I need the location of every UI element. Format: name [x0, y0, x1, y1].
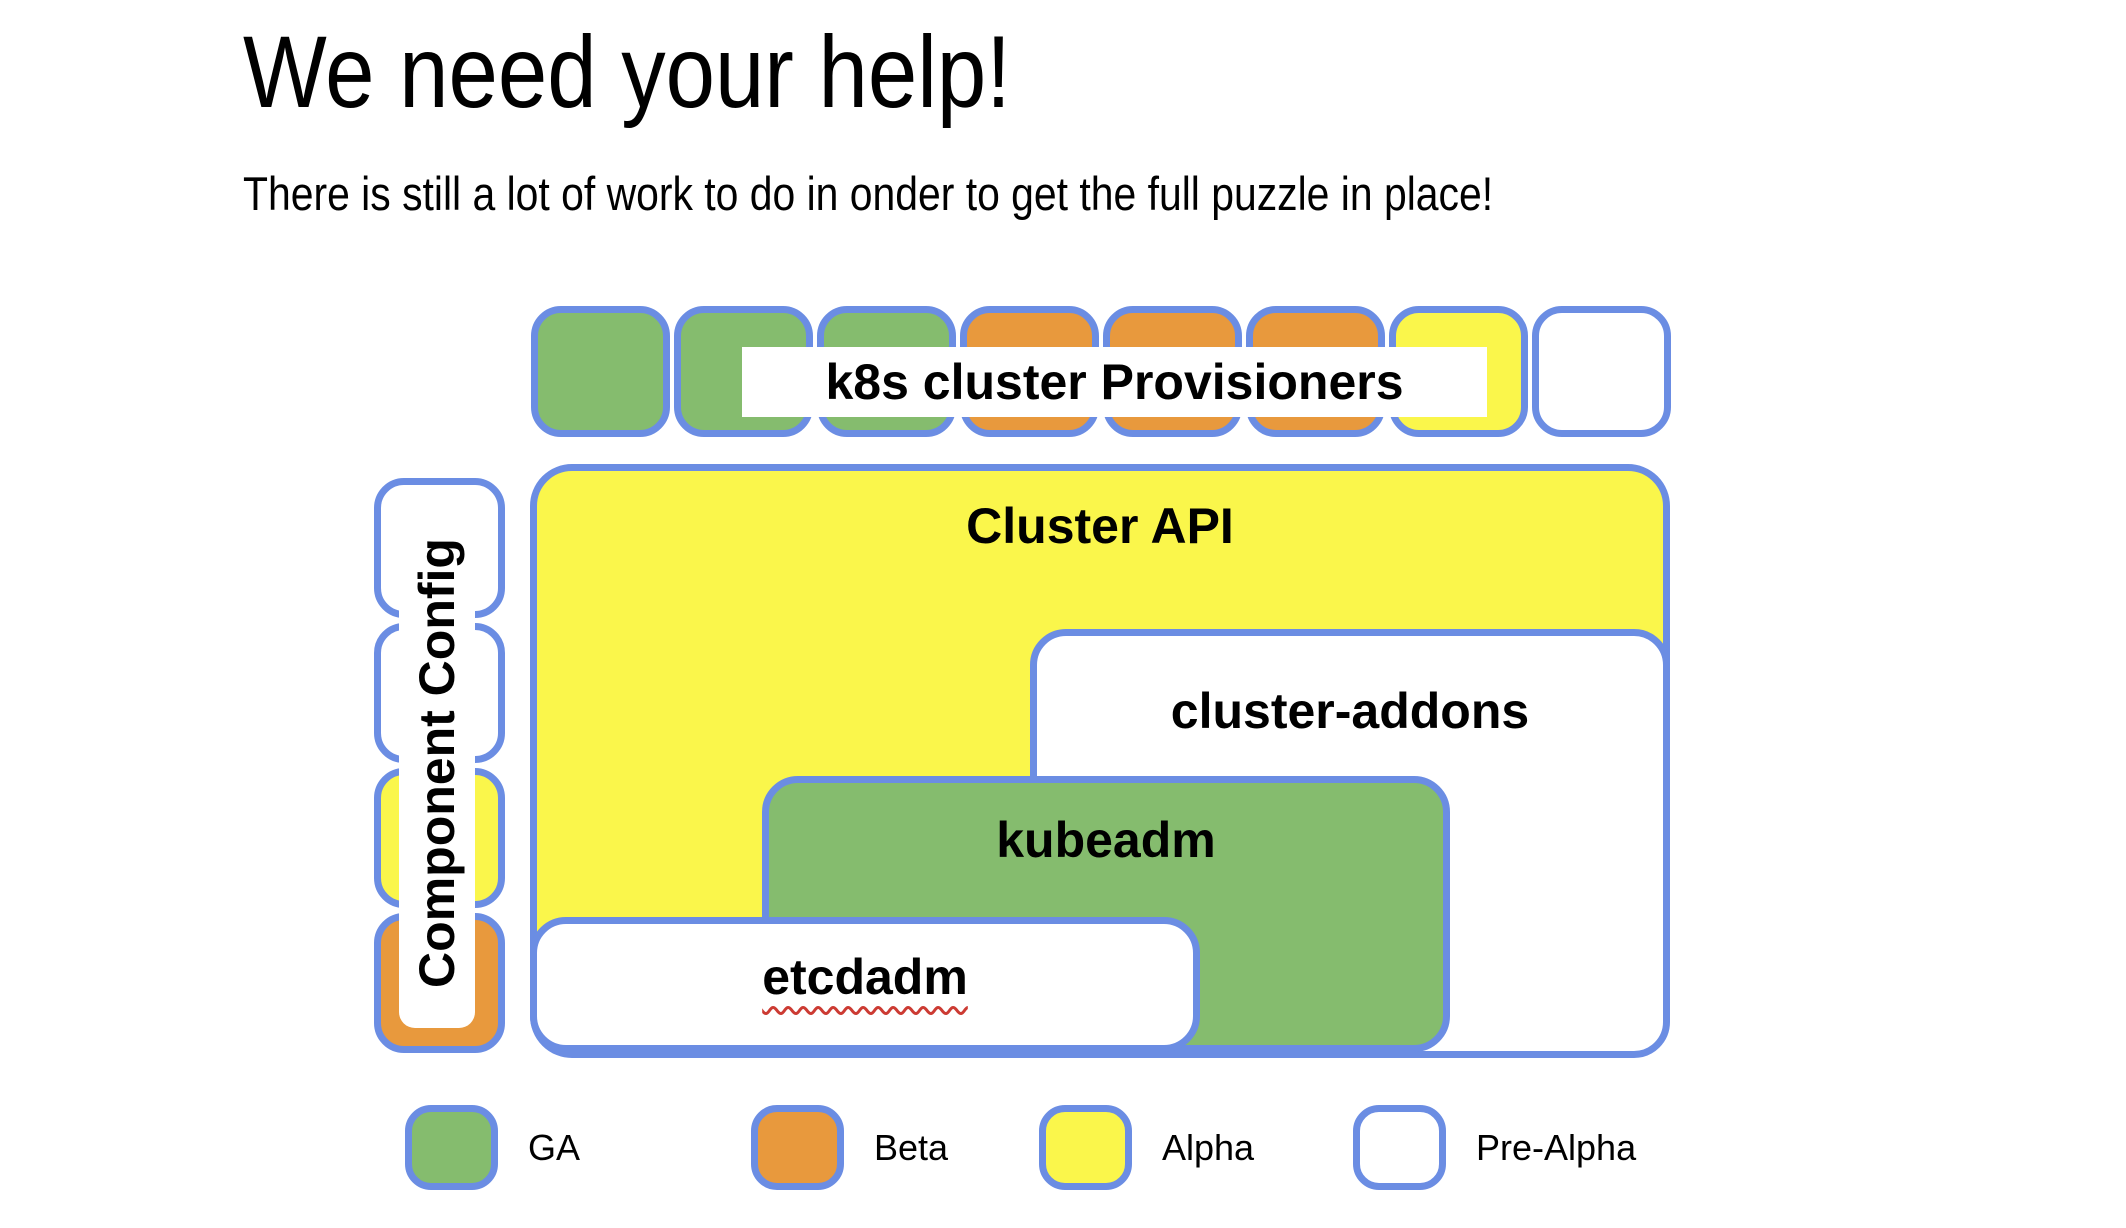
etcdadm-title-text: etcdadm [762, 949, 968, 1005]
legend: GA Beta Alpha Pre-Alpha [405, 1105, 1805, 1200]
component-config-label-text: Component Config [409, 538, 465, 988]
provisioner-square [1532, 306, 1671, 437]
provisioner-square [531, 306, 670, 437]
legend-item: Alpha [1039, 1105, 1254, 1190]
provisioners-label-text: k8s cluster Provisioners [825, 354, 1404, 410]
legend-swatch [751, 1105, 844, 1190]
legend-item: Beta [751, 1105, 948, 1190]
etcdadm-title: etcdadm [537, 952, 1193, 1002]
legend-label: Alpha [1162, 1126, 1255, 1168]
legend-label: Beta [874, 1126, 949, 1168]
provisioners-label: k8s cluster Provisioners [742, 347, 1487, 417]
page-subtitle: There is still a lot of work to do in on… [243, 166, 1680, 222]
legend-swatch [405, 1105, 498, 1190]
component-config-label: Component Config [399, 498, 475, 1028]
legend-label: GA [528, 1126, 581, 1168]
etcdadm-box: etcdadm [530, 917, 1200, 1052]
page-title-text: We need your help! [243, 15, 1011, 129]
legend-item: Pre-Alpha [1353, 1105, 1636, 1190]
cluster-api-title: Cluster API [966, 498, 1234, 554]
legend-item: GA [405, 1105, 580, 1190]
legend-swatch [1039, 1105, 1132, 1190]
page-title: We need your help! [243, 16, 1126, 128]
legend-swatch [1353, 1105, 1446, 1190]
cluster-addons-title: cluster-addons [1170, 683, 1530, 739]
kubeadm-title: kubeadm [996, 812, 1216, 868]
legend-label: Pre-Alpha [1476, 1126, 1637, 1168]
page-subtitle-text: There is still a lot of work to do in on… [243, 167, 1494, 220]
